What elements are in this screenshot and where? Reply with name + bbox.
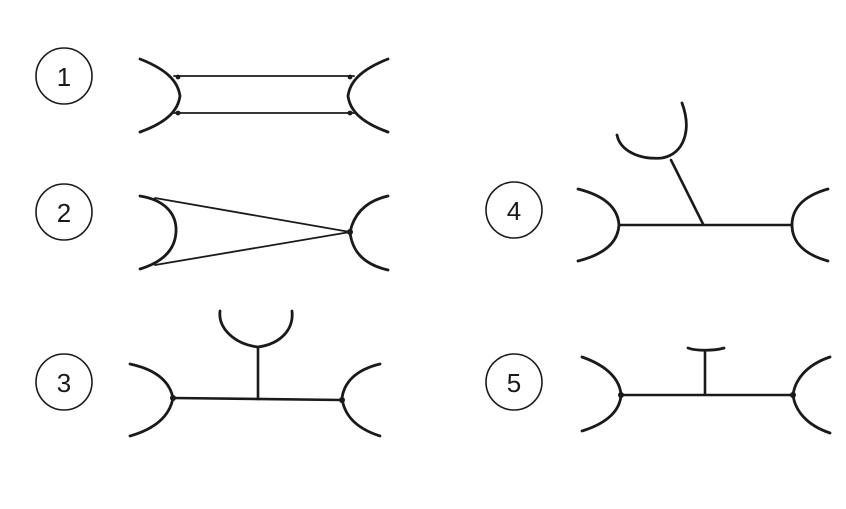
figure-3-badge: 3 xyxy=(35,353,93,411)
figure-4-number: 4 xyxy=(507,196,521,226)
figure-1-number: 1 xyxy=(57,62,71,92)
figure-5-drawing xyxy=(580,346,832,435)
figure-2: 2 xyxy=(35,183,390,272)
figure-4-badge: 4 xyxy=(485,181,543,239)
figure-3-drawing xyxy=(128,309,382,438)
figure-5-number: 5 xyxy=(507,368,521,398)
figure-2-badge: 2 xyxy=(35,183,93,241)
figure-4-drawing xyxy=(576,101,830,263)
figure-5: 5 xyxy=(485,346,832,435)
figure-2-number: 2 xyxy=(57,198,71,228)
figure-4: 4 xyxy=(485,101,830,263)
figure-2-drawing xyxy=(138,194,390,272)
figure-1: 1 xyxy=(35,47,390,134)
figure-1-drawing xyxy=(138,57,390,134)
figure-3: 3 xyxy=(35,309,382,438)
figure-1-badge: 1 xyxy=(35,47,93,105)
figure-5-badge: 5 xyxy=(485,353,543,411)
figure-3-number: 3 xyxy=(57,368,71,398)
